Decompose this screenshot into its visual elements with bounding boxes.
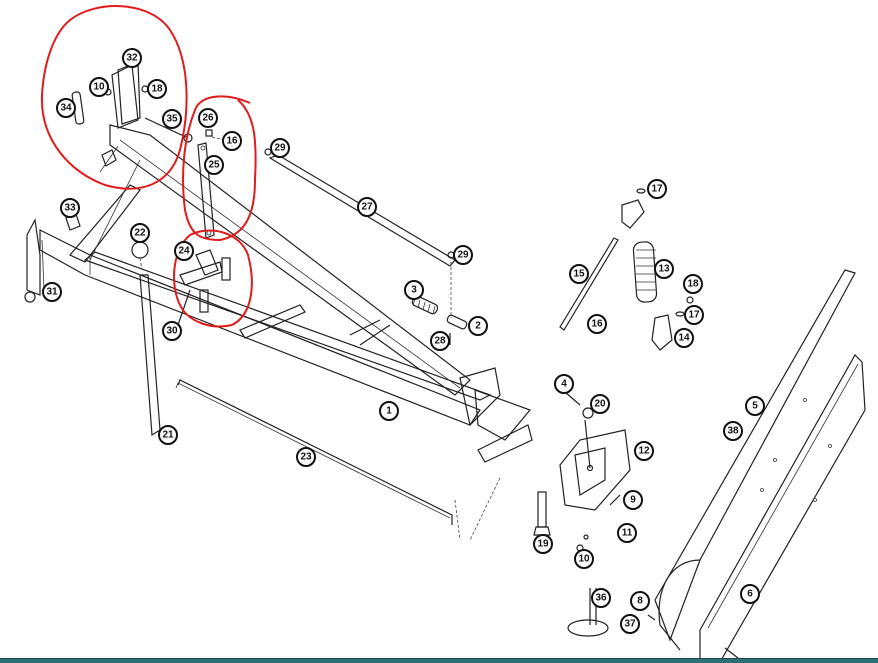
callout-23: 23 xyxy=(296,447,316,467)
callout-1: 1 xyxy=(379,401,399,421)
svg-text:10: 10 xyxy=(93,82,105,93)
spring-assembly xyxy=(559,188,694,351)
callout-14: 14 xyxy=(674,328,694,348)
callout-30: 30 xyxy=(162,321,182,341)
svg-text:19: 19 xyxy=(537,539,549,550)
svg-text:37: 37 xyxy=(624,619,636,630)
callout-25: 25 xyxy=(204,155,224,175)
svg-text:25: 25 xyxy=(208,160,220,171)
svg-text:14: 14 xyxy=(678,333,690,344)
svg-text:21: 21 xyxy=(162,430,174,441)
svg-text:22: 22 xyxy=(134,228,146,239)
callout-5: 5 xyxy=(745,396,765,416)
callout-38: 38 xyxy=(723,421,743,441)
callout-20: 20 xyxy=(590,394,610,414)
svg-text:27: 27 xyxy=(361,202,373,213)
svg-text:31: 31 xyxy=(46,287,58,298)
taskbar-strip xyxy=(0,658,878,663)
callout-27: 27 xyxy=(357,197,377,217)
callout-3: 3 xyxy=(404,280,424,300)
callout-18: 18 xyxy=(683,274,703,294)
svg-text:13: 13 xyxy=(658,264,670,275)
callout-21: 21 xyxy=(158,425,178,445)
svg-text:10: 10 xyxy=(578,554,590,565)
callout-12: 12 xyxy=(634,441,654,461)
callout-17: 17 xyxy=(647,179,667,199)
blade-mount-bracket xyxy=(533,391,631,552)
callout-9: 9 xyxy=(623,490,643,510)
svg-text:28: 28 xyxy=(434,336,446,347)
svg-text:16: 16 xyxy=(591,319,603,330)
callout-10: 10 xyxy=(89,77,109,97)
annotation-circle-top-left xyxy=(40,5,188,190)
svg-text:36: 36 xyxy=(595,593,607,604)
callout-8: 8 xyxy=(630,591,650,611)
svg-text:16: 16 xyxy=(226,136,238,147)
callout-28: 28 xyxy=(430,331,450,351)
callout-24: 24 xyxy=(174,241,194,261)
svg-text:24: 24 xyxy=(178,246,190,257)
svg-text:33: 33 xyxy=(64,203,76,214)
svg-text:11: 11 xyxy=(622,528,633,539)
svg-text:29: 29 xyxy=(274,143,286,154)
svg-text:18: 18 xyxy=(151,84,163,95)
red-annotations xyxy=(40,5,257,328)
svg-text:15: 15 xyxy=(573,269,585,280)
callout-18: 18 xyxy=(147,79,167,99)
callout-6: 6 xyxy=(740,584,760,604)
callout-labels: 32 10 18 34 35 26 16 25 29 27 29 33 22 2… xyxy=(42,48,765,634)
svg-text:23: 23 xyxy=(300,452,312,463)
annotation-circle-lower xyxy=(173,229,253,328)
svg-text:4: 4 xyxy=(561,379,567,390)
callout-17: 17 xyxy=(684,305,704,325)
annotation-circle-center xyxy=(182,95,257,242)
svg-text:34: 34 xyxy=(60,103,72,114)
svg-text:32: 32 xyxy=(126,53,138,64)
callout-29: 29 xyxy=(453,245,473,265)
callout-26: 26 xyxy=(198,108,218,128)
callout-19: 19 xyxy=(533,534,553,554)
svg-text:2: 2 xyxy=(475,321,481,332)
svg-text:12: 12 xyxy=(638,446,650,457)
svg-text:20: 20 xyxy=(594,399,606,410)
callout-34: 34 xyxy=(56,98,76,118)
callout-4: 4 xyxy=(554,374,574,394)
svg-text:5: 5 xyxy=(752,401,758,412)
svg-text:35: 35 xyxy=(166,114,178,125)
svg-text:18: 18 xyxy=(687,279,699,290)
callout-11: 11 xyxy=(617,523,637,543)
callout-10: 10 xyxy=(574,549,594,569)
svg-text:1: 1 xyxy=(386,406,392,417)
svg-text:6: 6 xyxy=(747,589,753,600)
callout-15: 15 xyxy=(569,264,589,284)
blade xyxy=(654,269,866,662)
callout-13: 13 xyxy=(654,259,674,279)
callout-22: 22 xyxy=(130,223,150,243)
svg-text:8: 8 xyxy=(637,596,643,607)
callout-35: 35 xyxy=(162,109,182,129)
svg-text:9: 9 xyxy=(630,495,636,506)
callout-32: 32 xyxy=(122,48,142,68)
a-frame-assembly xyxy=(24,61,533,541)
svg-text:17: 17 xyxy=(651,184,663,195)
callout-36: 36 xyxy=(591,588,611,608)
svg-text:17: 17 xyxy=(688,310,700,321)
svg-text:26: 26 xyxy=(202,113,214,124)
callout-31: 31 xyxy=(42,282,62,302)
callout-29: 29 xyxy=(270,138,290,158)
svg-text:30: 30 xyxy=(166,326,178,337)
svg-text:3: 3 xyxy=(411,285,417,296)
svg-text:38: 38 xyxy=(727,426,739,437)
callout-16: 16 xyxy=(587,314,607,334)
callout-16: 16 xyxy=(222,131,242,151)
callout-37: 37 xyxy=(620,614,640,634)
callout-2: 2 xyxy=(468,316,488,336)
callout-33: 33 xyxy=(60,198,80,218)
svg-text:29: 29 xyxy=(457,250,469,261)
